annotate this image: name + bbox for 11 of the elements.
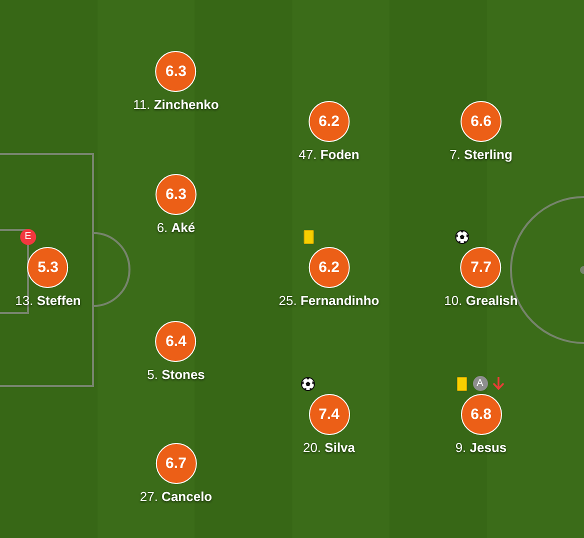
player-name: 27. Cancelo	[140, 489, 212, 504]
player-name: 13. Steffen	[15, 293, 81, 308]
player-name: 25. Fernandinho	[278, 293, 380, 308]
player-name: 47. Foden	[298, 147, 360, 162]
player-name: 10. Grealish	[444, 293, 518, 308]
player-name: 5. Stones	[147, 367, 205, 382]
player-name: 9. Jesus	[455, 440, 507, 455]
player-name: 11. Zinchenko	[133, 97, 219, 112]
player-name: 20. Silva	[302, 440, 356, 455]
player-name: 7. Sterling	[450, 147, 512, 162]
player-name: 6. Aké	[156, 220, 196, 235]
